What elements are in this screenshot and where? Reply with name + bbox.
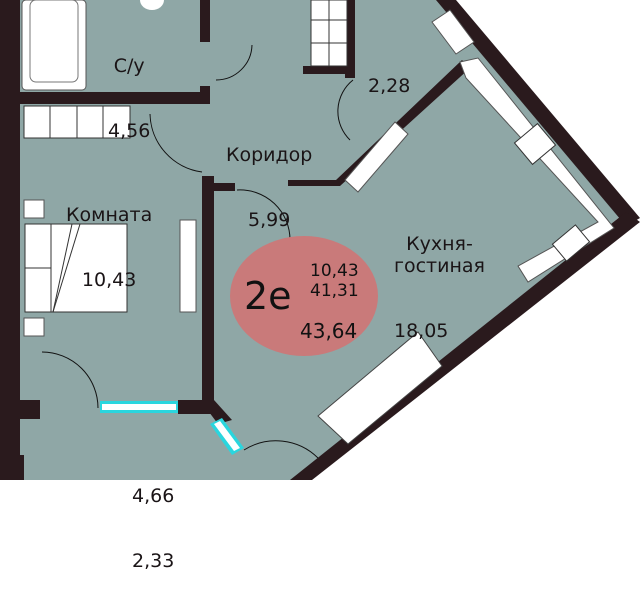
room-kitchen-label: Кухня- гостиная 18,05	[394, 190, 485, 365]
room-corridor-label: Коридор 5,99	[226, 101, 312, 254]
stove	[513, 122, 557, 166]
wall-closet-right	[345, 0, 355, 78]
room-storage-label: 2,28	[368, 32, 410, 119]
room-bathroom-area: 4,56	[108, 120, 151, 143]
washer-unit	[431, 9, 475, 55]
room-balcony-label: 4,66 2,33	[132, 442, 174, 595]
sofa	[317, 331, 443, 445]
total-area: 41,31	[310, 281, 359, 301]
wall-bathroom-right-low	[200, 86, 210, 104]
tv-stand-room	[179, 219, 197, 313]
apartment-type: 2е	[244, 274, 292, 318]
wardrobe-corridor	[310, 0, 348, 67]
wall-bathroom-right	[200, 0, 210, 42]
room-corridor-name: Коридор	[226, 143, 313, 166]
wardrobe-room	[23, 105, 131, 139]
room-balcony-area: 4,66	[132, 484, 175, 507]
nightstand-bottom	[23, 317, 45, 337]
door-swings	[41, 44, 354, 459]
nightstand-top	[23, 199, 45, 219]
wall-room-bottom	[20, 400, 40, 416]
outer-wall-left	[0, 0, 20, 400]
apartment-badge: 2е 10,43 41,31 43,64	[230, 236, 378, 356]
wall-balcony-diag	[200, 400, 232, 424]
wall-bathroom-bottom	[20, 92, 210, 104]
outer-wall-right-diagonal	[436, 0, 640, 226]
bathtub-inner	[29, 0, 79, 83]
room-bedroom-area: 10,43	[81, 269, 137, 292]
wall-closet	[303, 66, 353, 74]
wall-room-kitchen-stub	[210, 183, 235, 191]
room-kitchen-name: Кухня- гостиная	[394, 232, 485, 277]
room-bedroom-name: Комната	[66, 203, 153, 226]
window-room-inner	[102, 404, 176, 410]
total-area-with-balcony: 43,64	[300, 319, 358, 343]
window-balcony-inner	[214, 421, 240, 451]
living-area: 10,43	[310, 261, 359, 281]
kitchen-counter	[459, 57, 615, 283]
room-storage-area: 2,28	[368, 74, 411, 97]
bed	[24, 223, 128, 313]
room-bedroom-label: Комната 10,43	[66, 161, 152, 314]
toilet	[140, 0, 164, 10]
room-bathroom-name: С/у	[113, 54, 145, 77]
wall-room-kitchen	[202, 176, 214, 406]
room-bathroom-label: С/у 4,56	[108, 12, 150, 165]
room-kitchen-area: 18,05	[394, 320, 449, 343]
tv-stand-kitchen	[344, 121, 409, 193]
room-corridor-area: 5,99	[248, 209, 291, 232]
room-balcony-area-reduced: 2,33	[132, 550, 175, 573]
wall-kitchen-diagonal	[288, 60, 470, 186]
sink	[551, 224, 591, 262]
outer-wall-lower	[6, 455, 24, 480]
